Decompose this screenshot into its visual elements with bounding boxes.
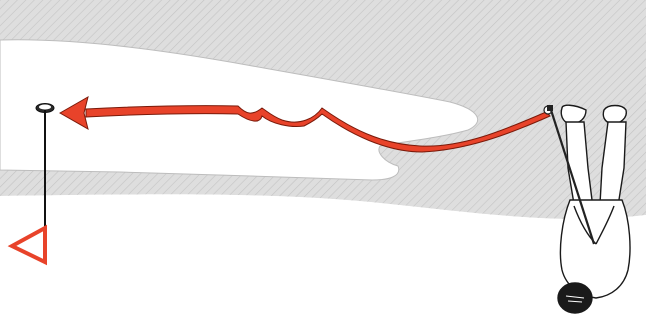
- putter-head: [547, 105, 553, 111]
- golfer-cap: [558, 283, 592, 313]
- hole-rim: [39, 105, 51, 110]
